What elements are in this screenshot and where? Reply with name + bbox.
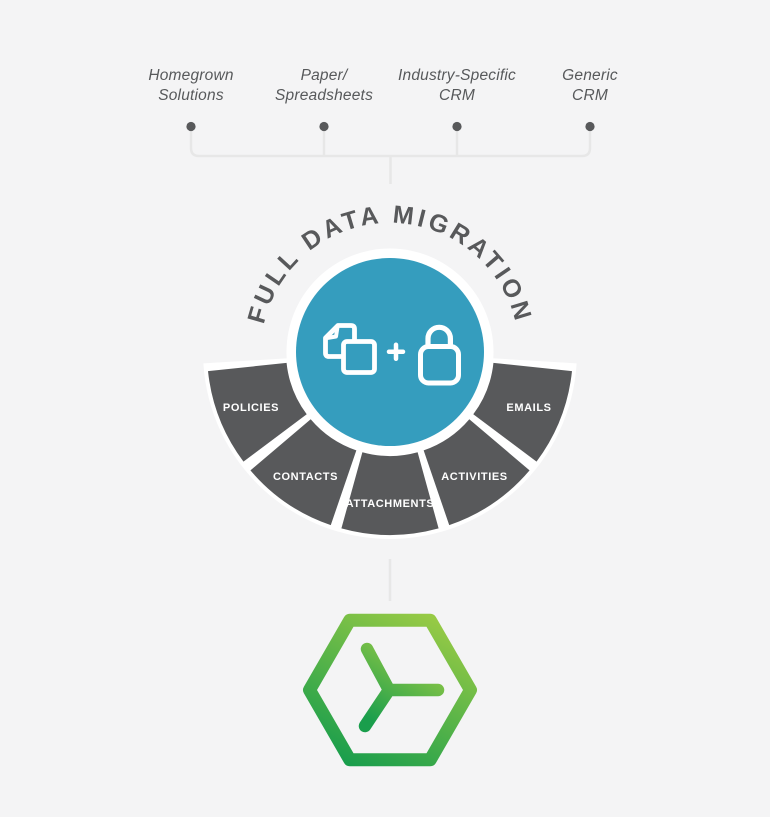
lock-icon xyxy=(418,324,461,386)
source-label-generic-crm: Generic CRM xyxy=(500,66,680,106)
segment-policies xyxy=(208,362,307,462)
segment-label-activities: ACTIVITIES xyxy=(441,471,508,483)
segment-label-attachments: ATTACHMENTS xyxy=(346,498,435,510)
source-label-line: Paper/ xyxy=(300,67,348,84)
segment-label-contacts: CONTACTS xyxy=(273,471,338,483)
source-label-homegrown-solutions: Homegrown Solutions xyxy=(101,66,281,106)
segment-emails xyxy=(473,362,572,462)
source-label-line: Homegrown xyxy=(148,67,234,84)
lock-body xyxy=(418,344,461,386)
source-dot-paper xyxy=(319,121,329,132)
source-label-line: Spreadsheets xyxy=(274,87,374,104)
source-label-line: Industry-Specific xyxy=(398,67,516,84)
source-label-line: CRM xyxy=(572,87,608,104)
segment-contacts xyxy=(250,419,357,526)
source-label-line: CRM xyxy=(439,87,475,104)
source-connector-bracket xyxy=(189,131,592,184)
hexagon-outline xyxy=(303,613,477,767)
segment-attachments xyxy=(341,452,439,536)
lock-shackle xyxy=(425,324,453,347)
source-label-industry-specific-crm: Industry-Specific CRM xyxy=(367,66,547,106)
source-dot-homegrown xyxy=(186,121,196,132)
source-label-line: Generic xyxy=(562,67,618,84)
segment-label-policies: POLICIES xyxy=(223,402,279,414)
source-label-paper-spreadsheets: Paper/ Spreadsheets xyxy=(234,66,414,106)
plus-icon xyxy=(386,342,406,361)
segment-activities xyxy=(423,419,530,526)
hexagon-network-icon xyxy=(303,613,477,767)
document-fold-corner xyxy=(325,325,340,340)
documents-icon xyxy=(323,323,377,375)
source-label-line: Solutions xyxy=(158,87,224,104)
document-front-page xyxy=(341,339,377,375)
source-dot-generic xyxy=(585,121,595,132)
hexagon-branches xyxy=(358,642,445,733)
source-dot-industry xyxy=(452,121,462,132)
segment-label-emails: EMAILS xyxy=(506,402,551,414)
